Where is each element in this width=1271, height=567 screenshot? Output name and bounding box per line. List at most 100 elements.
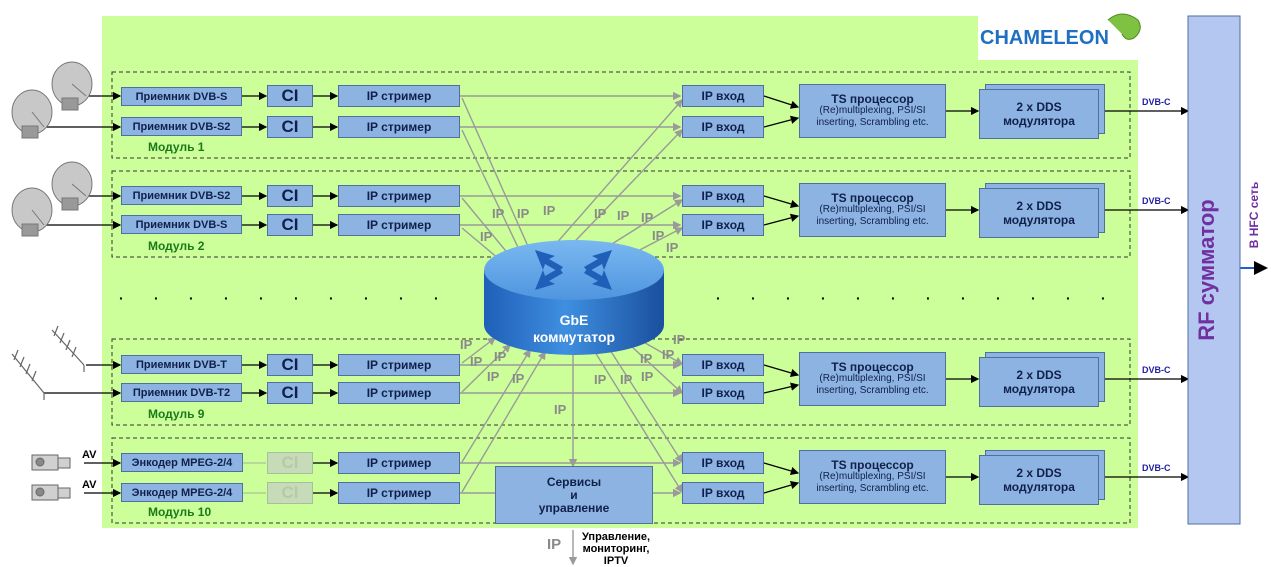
ip-label: IP xyxy=(673,332,686,347)
ellipsis-dot: · xyxy=(996,290,1001,306)
dds-line2: модулятора xyxy=(1003,114,1075,128)
ip-label: IP xyxy=(666,240,679,255)
module-1-frame xyxy=(111,71,1131,159)
module-label: Модуль 10 xyxy=(148,505,212,519)
services-line3: управление xyxy=(538,500,610,515)
ts-line1: (Re)multiplexing, PSI/SI xyxy=(819,373,926,384)
receiver-box: Приемник DVB-S2 xyxy=(121,117,242,136)
ci-box-disabled: CI xyxy=(267,482,313,504)
ellipsis-dot: · xyxy=(154,290,159,306)
ts-line2: inserting, Scrambling etc. xyxy=(816,117,929,128)
rf-combiner xyxy=(1187,15,1241,525)
mgmt-line3: IPTV xyxy=(603,555,629,567)
ellipsis-dot: · xyxy=(294,290,299,306)
ip-input-box: IP вход xyxy=(682,85,764,107)
ip-input-box: IP вход xyxy=(682,452,764,474)
av-input-label: AV xyxy=(82,479,97,491)
receiver-box: Приемник DVB-T2 xyxy=(121,383,242,402)
ip-input-box: IP вход xyxy=(682,116,764,138)
satellite-dish-icon xyxy=(11,161,93,237)
ip-label: IP xyxy=(662,347,675,362)
ts-processor-box: TS процессор (Re)multiplexing, PSI/SI in… xyxy=(799,84,946,138)
ip-streamer-box: IP стример xyxy=(338,214,460,236)
ip-streamer-box: IP стример xyxy=(338,185,460,207)
ip-label: IP xyxy=(652,228,665,243)
ellipsis-dot: · xyxy=(856,290,861,306)
services-management-box: Сервисы и управление xyxy=(495,466,653,524)
ip-label: IP xyxy=(641,210,654,225)
ip-label: IP xyxy=(554,402,567,417)
ip-label: IP xyxy=(480,229,493,244)
gbe-switch-label: GbE коммутатор xyxy=(509,312,639,346)
ip-label: IP xyxy=(620,372,633,387)
ellipsis-dot: · xyxy=(189,290,194,306)
ellipsis-dot: · xyxy=(329,290,334,306)
dds-line1: 2 x DDS xyxy=(1016,199,1062,213)
services-line2: и xyxy=(570,487,578,502)
ellipsis-dot: · xyxy=(1066,290,1071,306)
ip-label: IP xyxy=(617,208,630,223)
ts-processor-box: TS процессор (Re)multiplexing, PSI/SI in… xyxy=(799,352,946,406)
mgmt-ip-label: IP xyxy=(547,536,562,553)
ip-streamer-box: IP стример xyxy=(338,382,460,404)
ellipsis-dot: · xyxy=(119,290,124,306)
ellipsis-dot: · xyxy=(821,290,826,306)
ts-processor-box: TS процессор (Re)multiplexing, PSI/SI in… xyxy=(799,183,946,237)
ellipsis-dot: · xyxy=(1031,290,1036,306)
ci-box: CI xyxy=(267,354,313,376)
ts-line2: inserting, Scrambling etc. xyxy=(816,385,929,396)
dds-line2: модулятора xyxy=(1003,480,1075,494)
ellipsis-dot: · xyxy=(364,290,369,306)
ci-box: CI xyxy=(267,185,313,207)
ellipsis-dot: · xyxy=(259,290,264,306)
ip-label: IP xyxy=(594,206,607,221)
dds-modulator-box: 2 x DDS модулятора xyxy=(979,89,1099,139)
satellite-dish-icon xyxy=(11,61,93,139)
gbe-switch-icon xyxy=(484,240,664,355)
ip-streamer-box: IP стример xyxy=(338,482,460,504)
module-9-frame xyxy=(111,338,1131,426)
encoder-box: Энкодер MPEG-2/4 xyxy=(121,453,243,472)
ip-label: IP xyxy=(640,351,653,366)
receiver-box: Приемник DVB-S xyxy=(121,87,242,106)
dds-line1: 2 x DDS xyxy=(1016,100,1062,114)
receiver-box: Приемник DVB-T xyxy=(121,355,242,374)
ci-box: CI xyxy=(267,116,313,138)
ts-title: TS процессор xyxy=(831,360,914,374)
ts-line2: inserting, Scrambling etc. xyxy=(816,216,929,227)
dds-modulator-box: 2 x DDS модулятора xyxy=(979,455,1099,505)
ellipsis-dot: · xyxy=(751,290,756,306)
module-label: Модуль 2 xyxy=(148,239,205,253)
receiver-box: Приемник DVB-S xyxy=(121,215,242,234)
logo-text: CHAMELEON xyxy=(980,27,1109,49)
module-label: Модуль 9 xyxy=(148,407,205,421)
ci-box: CI xyxy=(267,382,313,404)
ip-label: IP xyxy=(543,203,556,218)
dvbc-output-label: DVB-C xyxy=(1142,365,1171,375)
ip-label: IP xyxy=(641,369,654,384)
dds-modulator-box: 2 x DDS модулятора xyxy=(979,357,1099,407)
ip-label: IP xyxy=(487,369,500,384)
receiver-box: Приемник DVB-S2 xyxy=(121,186,242,205)
signal-arrows xyxy=(44,91,1268,498)
ip-label: IP xyxy=(494,349,507,364)
ellipsis-dot: · xyxy=(716,290,721,306)
ip-input-box: IP вход xyxy=(682,482,764,504)
ip-streamer-box: IP стример xyxy=(338,85,460,107)
ci-box: CI xyxy=(267,214,313,236)
mgmt-line1: Управление, xyxy=(582,531,651,543)
encoder-box: Энкодер MPEG-2/4 xyxy=(121,483,243,502)
dds-line1: 2 x DDS xyxy=(1016,368,1062,382)
ip-label: IP xyxy=(512,371,525,386)
mgmt-line2: мониторинг, xyxy=(582,543,650,555)
ts-line2: inserting, Scrambling etc. xyxy=(816,483,929,494)
ip-streamer-box: IP стример xyxy=(338,354,460,376)
dds-line2: модулятора xyxy=(1003,382,1075,396)
ts-line1: (Re)multiplexing, PSI/SI xyxy=(819,204,926,215)
camera-icon xyxy=(31,454,71,501)
ellipsis-dot: · xyxy=(399,290,404,306)
dvbc-output-label: DVB-C xyxy=(1142,463,1171,473)
dds-line2: модулятора xyxy=(1003,213,1075,227)
ip-label: IP xyxy=(594,372,607,387)
ts-line1: (Re)multiplexing, PSI/SI xyxy=(819,471,926,482)
